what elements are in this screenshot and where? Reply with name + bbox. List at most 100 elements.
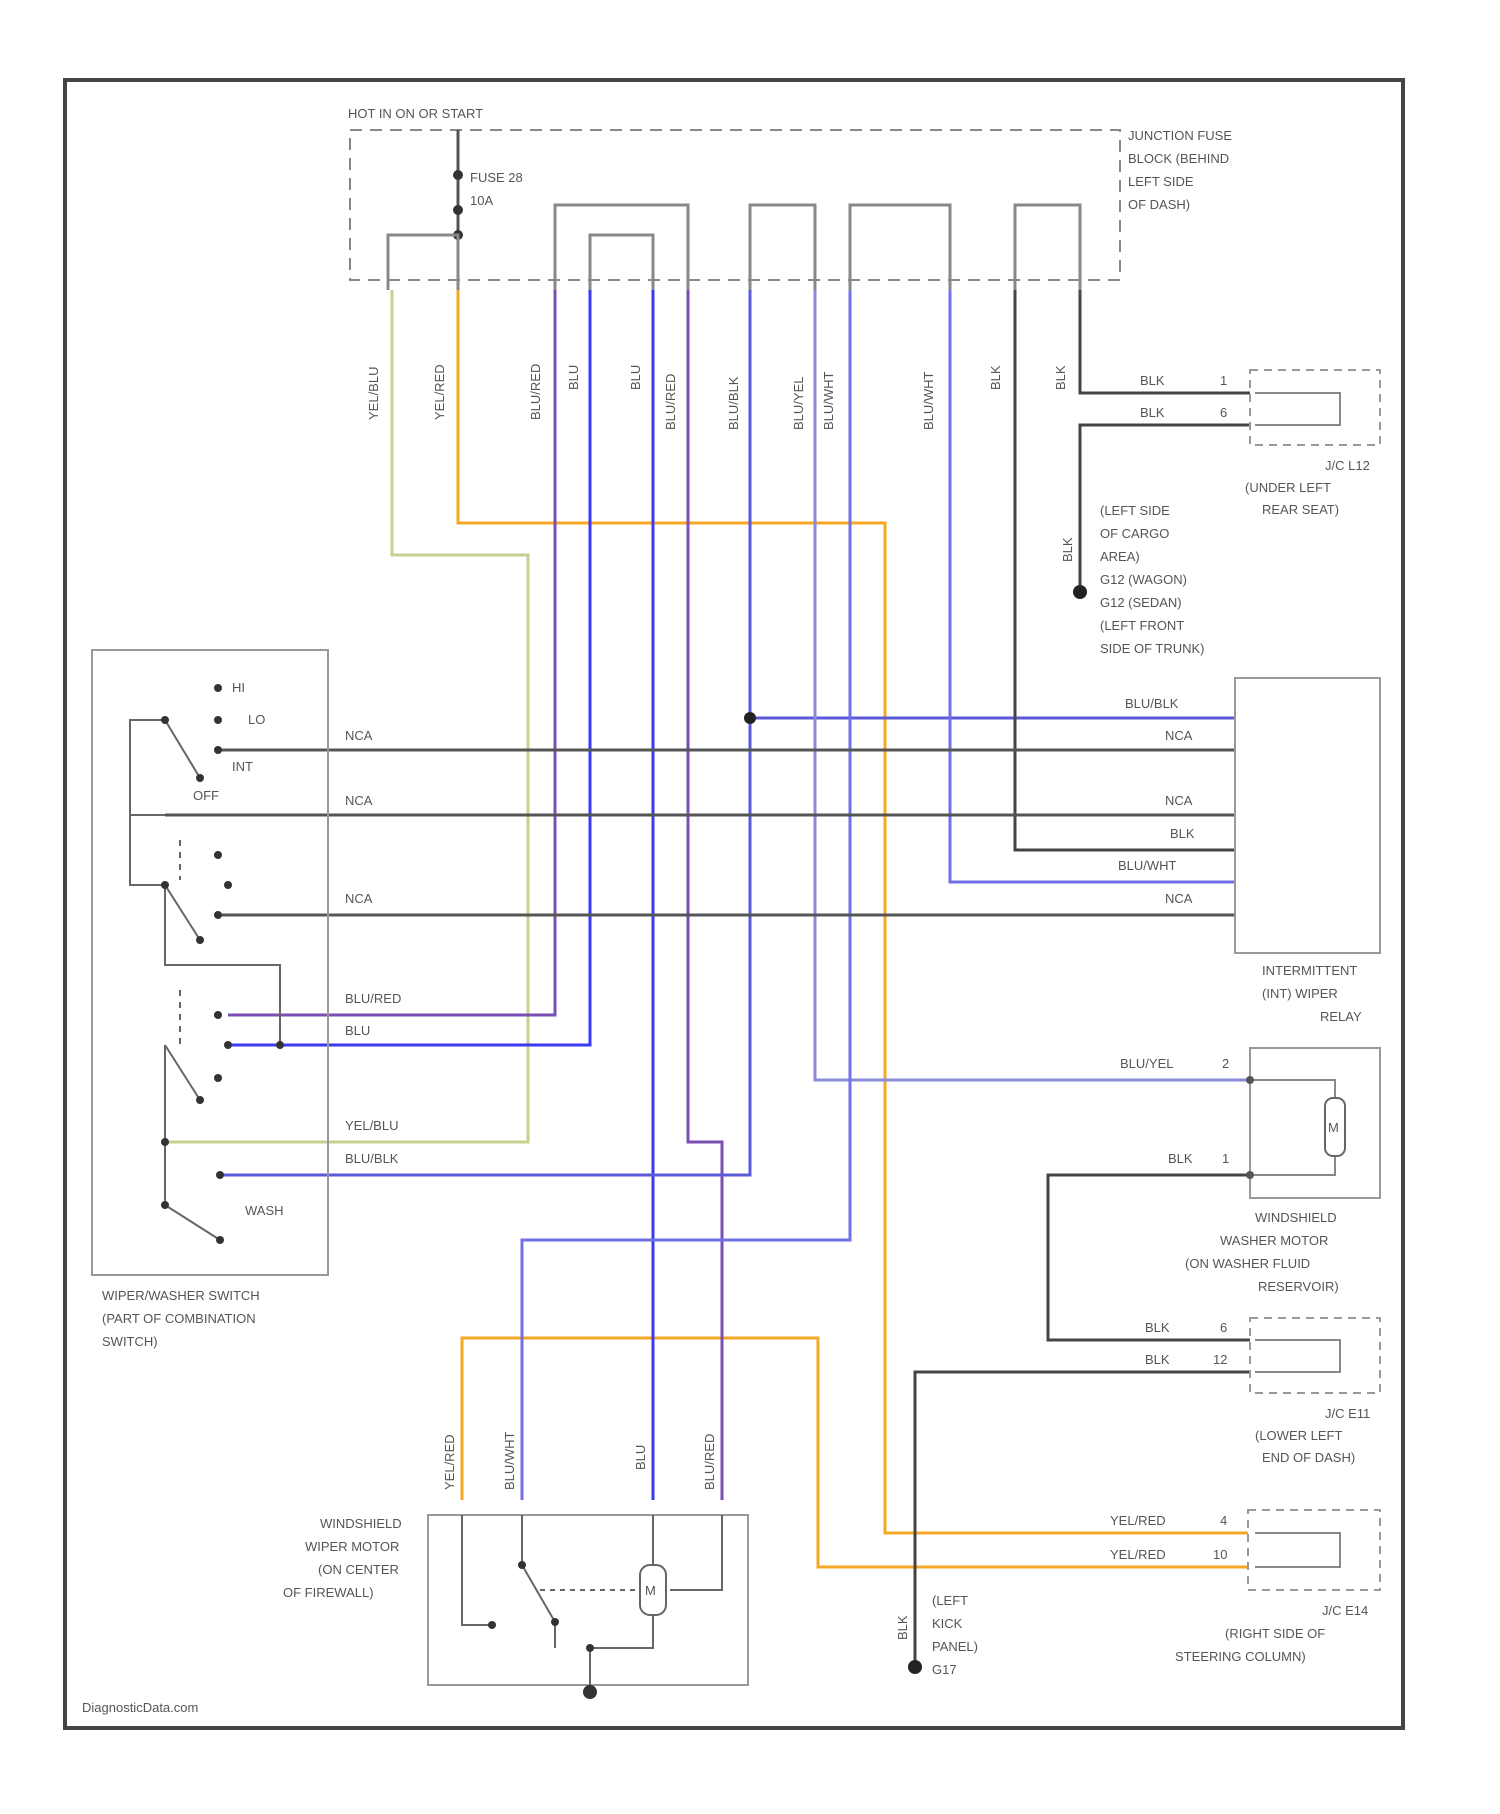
top-wire-label: YEL/BLU <box>366 367 381 420</box>
ground-kick-wire: BLK <box>895 1615 910 1640</box>
relay-wire-label: NCA <box>1165 793 1193 808</box>
ground-cargo-label: SIDE OF TRUNK) <box>1100 641 1205 656</box>
fuse-block-location-2: BLOCK (BEHIND <box>1128 151 1229 166</box>
relay-wire-label: BLU/BLK <box>1125 696 1179 711</box>
ground-cargo-label: AREA) <box>1100 549 1140 564</box>
fuse-block-location-1: JUNCTION FUSE <box>1128 128 1232 143</box>
junction-fuse-block: HOT IN ON OR START FUSE 28 10A JUNCTION … <box>348 106 1232 290</box>
wiper-motor-title: WINDSHIELD <box>320 1516 402 1531</box>
washer-motor-title: (ON WASHER FLUID <box>1185 1256 1310 1271</box>
jc-e14-pin: 10 <box>1213 1547 1227 1562</box>
jc-l12-pin: 6 <box>1220 405 1227 420</box>
switch-wire-label: NCA <box>345 891 373 906</box>
jc-e11-location: (LOWER LEFT <box>1255 1428 1342 1443</box>
fuse-block-location-3: LEFT SIDE <box>1128 174 1194 189</box>
switch-wash-label: WASH <box>245 1203 284 1218</box>
windshield-washer-motor: M BLU/YEL BLK 2 1 WINDSHIELD WASHER MOTO… <box>1120 1048 1380 1294</box>
relay-title: RELAY <box>1320 1009 1362 1024</box>
wiper-motor-symbol: M <box>645 1583 656 1598</box>
wiper-motor-wire: BLU/WHT <box>502 1431 517 1490</box>
top-wire-label: BLK <box>1053 365 1068 390</box>
jc-l12-location: REAR SEAT) <box>1262 502 1339 517</box>
washer-motor-title: WINDSHIELD <box>1255 1210 1337 1225</box>
wiper-motor-title: (ON CENTER <box>318 1562 399 1577</box>
jc-e14-location: (RIGHT SIDE OF <box>1225 1626 1325 1641</box>
wiper-motor-title: OF FIREWALL) <box>283 1585 374 1600</box>
relay-wire-label: BLK <box>1170 826 1195 841</box>
fuse-rating: 10A <box>470 193 493 208</box>
washer-motor-title: WASHER MOTOR <box>1220 1233 1328 1248</box>
ground-kick-panel: BLK (LEFT KICK PANEL) G17 <box>895 1593 978 1677</box>
switch-position-off: OFF <box>193 788 219 803</box>
jc-l12-pin: 1 <box>1220 373 1227 388</box>
relay-wire-label: NCA <box>1165 728 1193 743</box>
jc-e11-location: END OF DASH) <box>1262 1450 1355 1465</box>
switch-title: WIPER/WASHER SWITCH <box>102 1288 260 1303</box>
fuse-label: FUSE 28 <box>470 170 523 185</box>
relay-title: INTERMITTENT <box>1262 963 1357 978</box>
top-wire-label: BLU <box>628 365 643 390</box>
ground-cargo-wire: BLK <box>1060 537 1075 562</box>
splice-point <box>744 712 756 724</box>
ground-cargo: BLK (LEFT SIDE OF CARGO AREA) G12 (WAGON… <box>1060 503 1205 656</box>
ground-cargo-label: G12 (SEDAN) <box>1100 595 1182 610</box>
top-wire-label: BLU/WHT <box>921 371 936 430</box>
jc-l12-wire: BLK <box>1140 373 1165 388</box>
windshield-wiper-motor: M YEL/RED BLU/WHT BLU BLU/RED WINDSHIELD… <box>283 1431 748 1699</box>
switch-wire-label: NCA <box>345 793 373 808</box>
wiper-washer-switch: HI LO INT OFF WASH NCA NCA NCA BLU/RED B… <box>92 650 401 1349</box>
ground-cargo-label: OF CARGO <box>1100 526 1169 541</box>
switch-position-lo: LO <box>248 712 265 727</box>
jc-e11-pin: 12 <box>1213 1352 1227 1367</box>
top-wire-label: BLU/WHT <box>821 371 836 430</box>
wire-blu-wht <box>522 290 850 1500</box>
jc-l12-title: J/C L12 <box>1325 458 1370 473</box>
ground-kick-label: PANEL) <box>932 1639 978 1654</box>
jc-l12-location: (UNDER LEFT <box>1245 480 1331 495</box>
switch-position-hi: HI <box>232 680 245 695</box>
jc-e11-pin: 6 <box>1220 1320 1227 1335</box>
wiper-motor-wire: YEL/RED <box>442 1434 457 1490</box>
wiper-motor-wire: BLU/RED <box>702 1434 717 1490</box>
wire-blu-red <box>688 290 722 1500</box>
switch-wire-label: BLU/BLK <box>345 1151 399 1166</box>
switch-wire-label: BLU <box>345 1023 370 1038</box>
jc-e14-title: J/C E14 <box>1322 1603 1368 1618</box>
switch-wire-label: YEL/BLU <box>345 1118 398 1133</box>
switch-position-int: INT <box>232 759 253 774</box>
wiper-motor-wire: BLU <box>633 1445 648 1470</box>
jc-e14-pin: 4 <box>1220 1513 1227 1528</box>
power-label: HOT IN ON OR START <box>348 106 483 121</box>
ground-kick-label: (LEFT <box>932 1593 968 1608</box>
jc-e14-wire: YEL/RED <box>1110 1513 1166 1528</box>
top-wire-label: BLU/RED <box>528 364 543 420</box>
wire-blu-yel <box>815 290 1248 1080</box>
top-wire-label: BLK <box>988 365 1003 390</box>
wire-yel-red <box>458 290 1248 1533</box>
switch-wire-label: NCA <box>345 728 373 743</box>
ground-kick-label: G17 <box>932 1662 957 1677</box>
ground-cargo-label: (LEFT SIDE <box>1100 503 1170 518</box>
jc-e11-wire: BLK <box>1145 1352 1170 1367</box>
footer-watermark: DiagnosticData.com <box>82 1700 198 1715</box>
top-wire-labels: YEL/BLU YEL/RED BLU/RED BLU BLU BLU/RED … <box>366 364 1068 430</box>
ground-cargo-label: (LEFT FRONT <box>1100 618 1184 633</box>
jc-e11-wire: BLK <box>1145 1320 1170 1335</box>
relay-title: (INT) WIPER <box>1262 986 1338 1001</box>
relay-wire-label: BLU/WHT <box>1118 858 1177 873</box>
ground-cargo-label: G12 (WAGON) <box>1100 572 1187 587</box>
relay-wire-label: NCA <box>1165 891 1193 906</box>
washer-motor-pin: 1 <box>1222 1151 1229 1166</box>
switch-title: (PART OF COMBINATION <box>102 1311 256 1326</box>
diagram-frame <box>65 80 1403 1728</box>
switch-title: SWITCH) <box>102 1334 158 1349</box>
washer-motor-pin: 2 <box>1222 1056 1229 1071</box>
top-wire-label: YEL/RED <box>432 364 447 420</box>
top-wire-label: BLU <box>566 365 581 390</box>
top-wire-label: BLU/YEL <box>791 377 806 430</box>
wire-blk <box>915 1372 1250 1665</box>
wire-blk <box>1015 290 1235 850</box>
top-wire-label: BLU/RED <box>663 374 678 430</box>
jc-e11-title: J/C E11 <box>1325 1406 1370 1421</box>
washer-motor-title: RESERVOIR) <box>1258 1279 1339 1294</box>
